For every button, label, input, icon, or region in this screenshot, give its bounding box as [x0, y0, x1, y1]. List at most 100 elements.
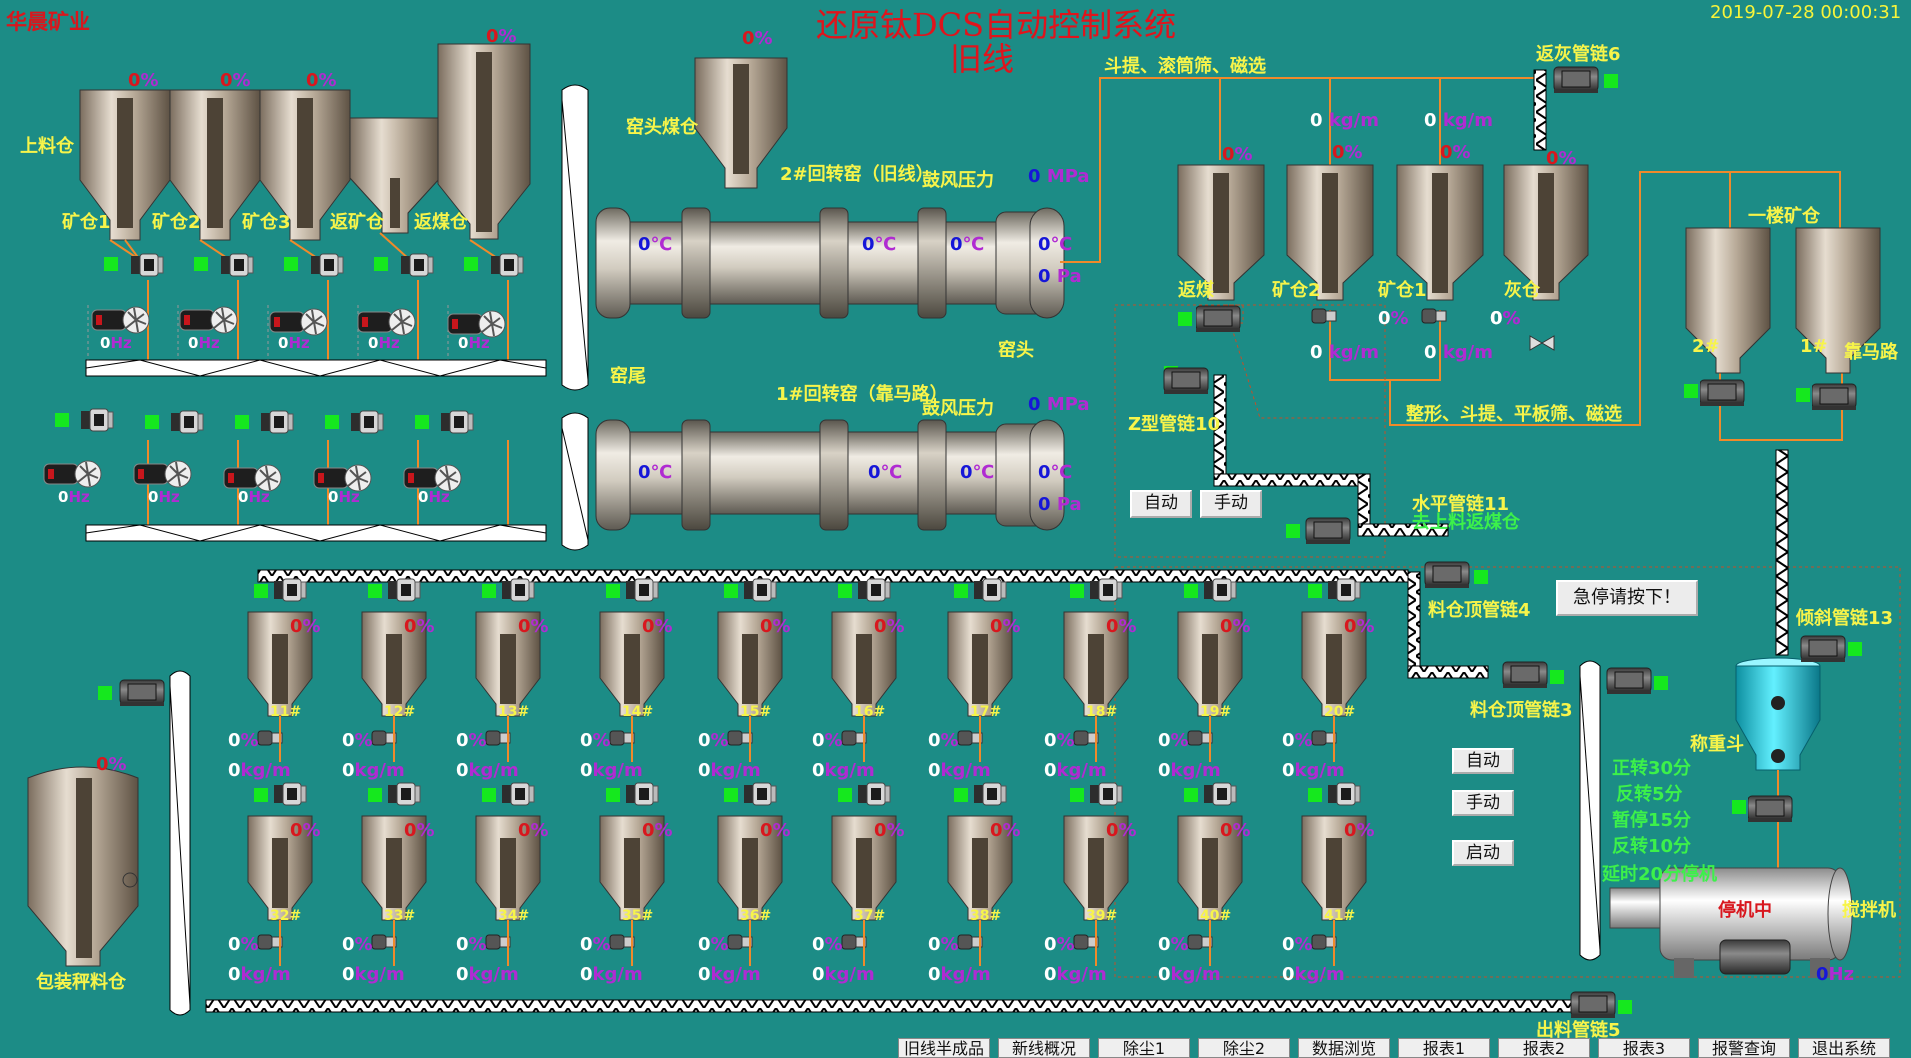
nav-button-9[interactable]: 报警查询 — [1698, 1038, 1790, 1058]
ash-chain-motor[interactable] — [1552, 64, 1600, 98]
mixer-step-3: 暂停15分 — [1612, 810, 1692, 831]
silo-40#-level: 0% — [1220, 820, 1251, 841]
chain-3-label: 料仓顶管链3 — [1470, 700, 1573, 721]
silo-40#-flow: 0kg/m — [1158, 964, 1221, 985]
silo-13#-pct: 0% — [456, 730, 487, 751]
weigh-hopper-feeder[interactable] — [1747, 792, 1794, 828]
nav-button-6[interactable]: 报表1 — [1398, 1038, 1490, 1058]
silo-14#-level: 0% — [642, 616, 673, 637]
kiln-1-blower-label: 鼓风压力 — [922, 398, 994, 419]
feeder-row2-3-freq: 0Hz — [238, 488, 270, 506]
silo-37#-flow: 0kg/m — [812, 964, 875, 985]
z-chain-manual-button[interactable]: 手动 — [1200, 490, 1262, 518]
nav-button-5[interactable]: 数据浏览 — [1298, 1038, 1390, 1058]
chain-3-status — [1550, 670, 1564, 684]
silo-36#-flow: 0kg/m — [698, 964, 761, 985]
silo-41#-flow: 0kg/m — [1282, 964, 1345, 985]
silo-39#-flow: 0kg/m — [1044, 964, 1107, 985]
silo-11#-graphic — [247, 578, 313, 762]
silo-12#-name: 12# — [384, 704, 416, 720]
estop-button[interactable]: 急停请按下！ — [1556, 580, 1698, 616]
silo-11#-pct: 0% — [228, 730, 259, 751]
elevator-motor[interactable] — [1604, 660, 1654, 704]
z-chain-motor[interactable] — [1160, 362, 1212, 402]
chain-4-motor[interactable] — [1422, 556, 1472, 596]
silo-14#-pct: 0% — [580, 730, 611, 751]
return-coal-feeder[interactable] — [1195, 302, 1242, 338]
silo-38#-flow: 0kg/m — [928, 964, 991, 985]
silo-36#-pct: 0% — [698, 934, 729, 955]
nav-button-3[interactable]: 除尘1 — [1098, 1038, 1190, 1058]
kiln-2-blower-value: 0 MPa — [1028, 166, 1090, 187]
page-title: 还原钛DCS自动控制系统 — [816, 6, 1177, 44]
chain-4-status — [1474, 570, 1488, 584]
silo-32#-pct: 0% — [228, 934, 259, 955]
silo-34#-pct: 0% — [456, 934, 487, 955]
kiln-2-blower-label: 鼓风压力 — [922, 170, 994, 191]
silo-37#-level: 0% — [874, 820, 905, 841]
silo-15#-pct: 0% — [698, 730, 729, 751]
nav-button-10[interactable]: 退出系统 — [1798, 1038, 1890, 1058]
silo-39#-level: 0% — [1106, 820, 1137, 841]
mixer-step-1: 正转30分 — [1612, 758, 1692, 779]
silo-18#-graphic — [1063, 578, 1129, 762]
silo-12#-level: 0% — [404, 616, 435, 637]
incline-chain-motor[interactable] — [1798, 630, 1848, 670]
silo-14#-graphic — [599, 578, 665, 762]
mixer-start-button[interactable]: 启动 — [1452, 840, 1514, 866]
feeder-row2-5-freq: 0Hz — [418, 488, 450, 506]
nav-button-8[interactable]: 报表3 — [1598, 1038, 1690, 1058]
first-floor-bin-2: 2# — [1692, 336, 1720, 357]
horiz-chain-motor[interactable] — [1302, 512, 1354, 552]
silo-41#-graphic — [1301, 782, 1367, 966]
screen-bin-3-out-pct: 0% — [1490, 308, 1521, 329]
nav-button-2[interactable]: 新线概况 — [998, 1038, 1090, 1058]
silo-13#-flow: 0kg/m — [456, 760, 519, 781]
incline-chain-status — [1848, 642, 1862, 656]
mixer-frequency: 0Hz — [1816, 964, 1855, 985]
z-chain-auto-button[interactable]: 自动 — [1130, 490, 1192, 518]
silo-15#-name: 15# — [740, 704, 772, 720]
screen-bin-2-name: 矿仓2 — [1272, 280, 1321, 301]
silo-19#-pct: 0% — [1158, 730, 1189, 751]
kiln-2-graphic — [595, 207, 1065, 319]
ff-bin-2-feeder[interactable] — [1699, 376, 1746, 412]
mixer-manual-button[interactable]: 手动 — [1452, 790, 1514, 816]
ff-bin-2-status — [1684, 384, 1698, 398]
silo-18#-pct: 0% — [1044, 730, 1075, 751]
silo-15#-graphic — [717, 578, 783, 762]
kiln-1-pressure: 0 Pa — [1038, 494, 1082, 515]
silo-32#-graphic — [247, 782, 313, 966]
silo-16#-pct: 0% — [812, 730, 843, 751]
silo-33#-pct: 0% — [342, 934, 373, 955]
mixer-status: 停机中 — [1718, 900, 1772, 921]
kiln-1-blower-value: 0 MPa — [1028, 394, 1090, 415]
nav-button-1[interactable]: 旧线半成品 — [898, 1038, 990, 1058]
packing-elevator-motor[interactable] — [116, 672, 168, 716]
silo-20#-name: 20# — [1324, 704, 1356, 720]
screen-bin-3-inflow: 0 kg/m — [1424, 110, 1493, 131]
packing-bin-label: 包装秤料仓 — [36, 972, 126, 993]
feed-bins-label: 上料仓 — [20, 136, 74, 157]
page-subtitle: 旧线 — [950, 40, 1015, 78]
first-floor-bin-1: 1# — [1800, 336, 1828, 357]
screen-bin-3-name: 矿仓1 — [1378, 280, 1427, 301]
silo-38#-level: 0% — [990, 820, 1021, 841]
silo-18#-level: 0% — [1106, 616, 1137, 637]
silo-15#-flow: 0kg/m — [698, 760, 761, 781]
nav-button-4[interactable]: 除尘2 — [1198, 1038, 1290, 1058]
feed-bin-2-level: 0% — [220, 70, 251, 91]
silo-39#-graphic — [1063, 782, 1129, 966]
mixer-step-5: 延时20分停机 — [1602, 864, 1718, 885]
feed-bin-1-level: 0% — [128, 70, 159, 91]
silo-38#-name: 38# — [970, 908, 1002, 924]
mixer-auto-button[interactable]: 自动 — [1452, 748, 1514, 774]
feeder-row1-3-freq: 0Hz — [278, 334, 310, 352]
nav-button-7[interactable]: 报表2 — [1498, 1038, 1590, 1058]
screen-bin-4-level: 0% — [1546, 148, 1577, 169]
chain-3-motor[interactable] — [1500, 656, 1550, 696]
silo-20#-flow: 0kg/m — [1282, 760, 1345, 781]
screen-bin-2-out-pct: 0% — [1378, 308, 1409, 329]
silo-35#-flow: 0kg/m — [580, 964, 643, 985]
ff-bin-1-feeder[interactable] — [1811, 380, 1858, 416]
